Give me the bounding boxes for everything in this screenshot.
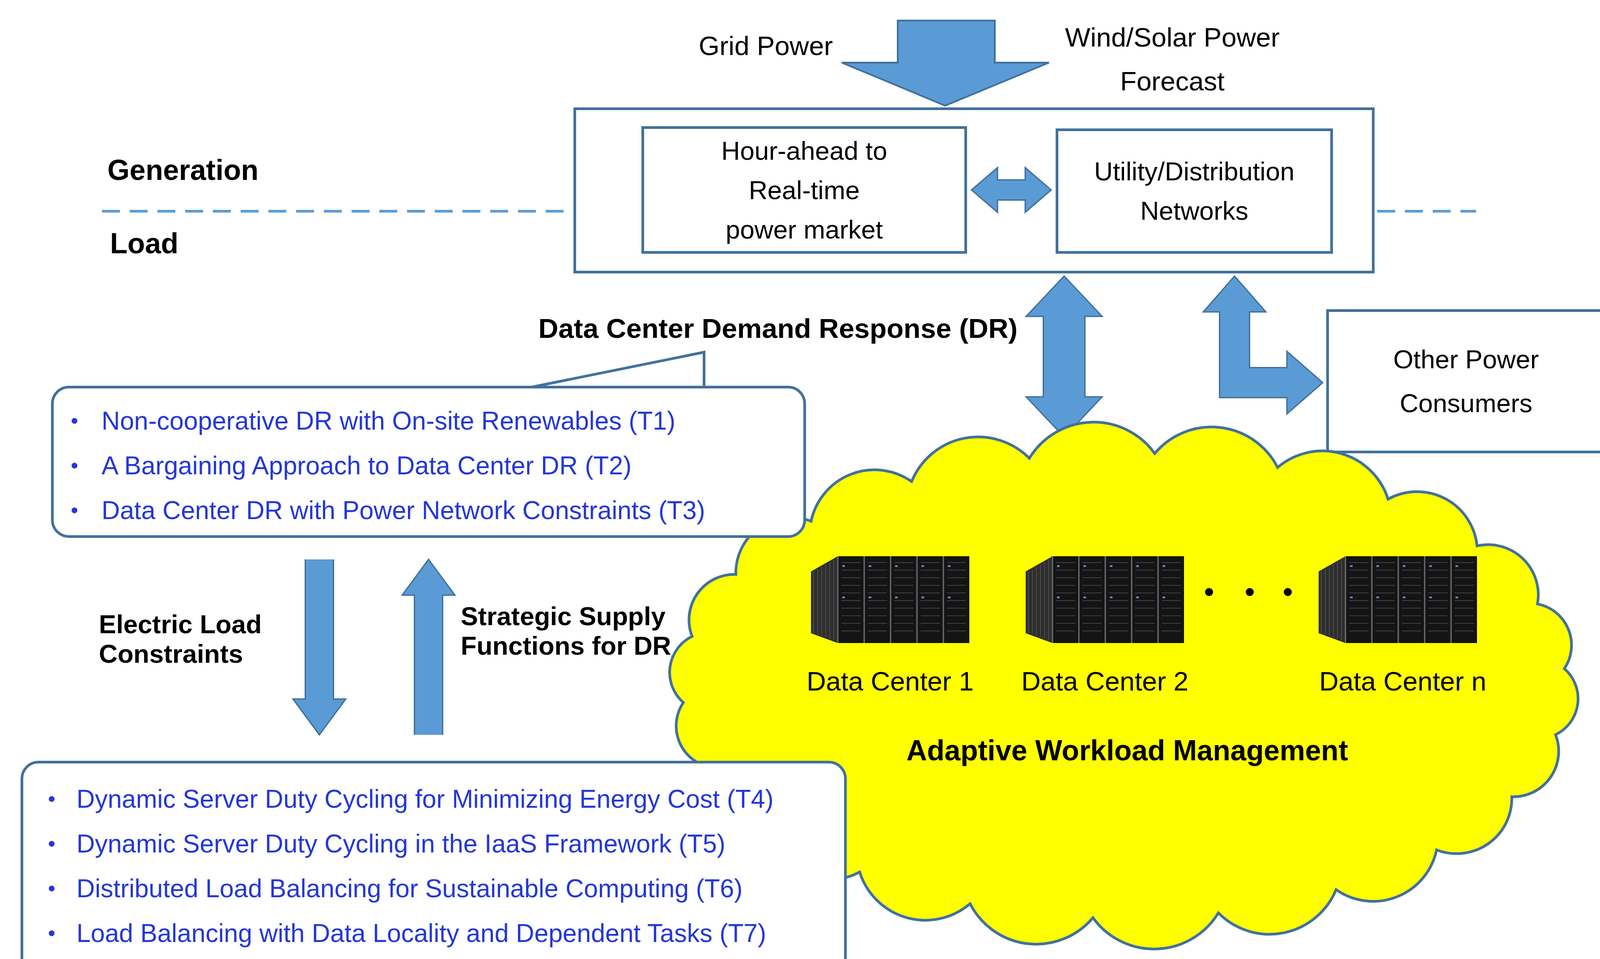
bullet-dot — [48, 929, 55, 936]
box-text: Hour-ahead to Real-time power market — [710, 131, 899, 250]
grid-power-arrow — [841, 20, 1049, 106]
block-arrow — [402, 559, 455, 735]
block-arrow — [292, 559, 346, 735]
box-text: Other Power Consumers — [1370, 337, 1563, 425]
bullet-text: Load Balancing with Data Locality and De… — [76, 910, 767, 955]
datacenter-label: Data Center n — [1290, 665, 1515, 697]
callout-box: Dynamic Server Duty Cycling for Minimizi… — [20, 760, 847, 959]
consumer-box: Other Power Consumers — [1326, 309, 1600, 454]
server-rack-icon — [1318, 555, 1477, 643]
bullet-text: Dynamic Server Duty Cycling in the IaaS … — [76, 820, 726, 866]
block-arrow — [971, 167, 1052, 213]
market-region-box: Hour-ahead to Real-time power market Util… — [573, 107, 1375, 274]
datacenter-label: Data Center 2 — [993, 665, 1217, 697]
bullet-dot — [48, 795, 55, 802]
bullet-row: Distributed Load Balancing for Sustainab… — [48, 865, 845, 911]
bullet-row: Load Balancing with Data Locality and De… — [48, 910, 845, 955]
server-rack-icon — [1025, 555, 1185, 643]
arrow-label: Electric Load Constraints — [98, 609, 287, 669]
bullet-row: Dynamic Server Duty Cycling for Minimizi… — [48, 776, 845, 821]
ellipsis-dot — [1283, 587, 1292, 596]
bullet-dot — [71, 462, 78, 469]
bullet-row: Dynamic Server Duty Cycling in the IaaS … — [48, 820, 845, 866]
datacenter-label: Data Center 1 — [778, 665, 1002, 697]
layer-label: Load — [110, 228, 179, 259]
divider-dashed-line — [1377, 209, 1477, 213]
bullet-text: Non-cooperative DR with On-site Renewabl… — [101, 398, 676, 443]
layer-label: Generation — [107, 154, 259, 186]
arrow-label: Strategic Supply Functions for DR — [460, 601, 685, 661]
bullet-text: Dynamic Server Duty Cycling for Minimizi… — [76, 776, 774, 821]
bullet-dot — [48, 840, 55, 847]
bullet-row: Non-cooperative DR with On-site Renewabl… — [71, 398, 804, 443]
bullet-row: A Bargaining Approach to Data Center DR … — [71, 442, 804, 488]
bullet-dot — [48, 885, 55, 892]
bullet-dot — [71, 417, 78, 424]
block-arrow — [1203, 275, 1323, 414]
bullet-text: Data Center DR with Power Network Constr… — [101, 487, 705, 533]
callout-box: Non-cooperative DR with On-site Renewabl… — [50, 385, 807, 538]
section-heading: Data Center Demand Response (DR) — [538, 312, 1018, 344]
bullet-text: A Bargaining Approach to Data Center DR … — [101, 442, 632, 488]
utility-box: Utility/Distribution Networks — [1055, 128, 1333, 254]
input-label: Grid Power — [698, 30, 833, 62]
ellipsis-dot — [1245, 587, 1254, 596]
ellipsis-dot — [1205, 587, 1214, 596]
market-box: Hour-ahead to Real-time power market — [641, 126, 968, 254]
input-label: Wind/Solar Power Forecast — [1047, 15, 1298, 104]
bullet-dot — [71, 507, 78, 514]
bullet-row: Data Center DR with Power Network Constr… — [71, 487, 804, 533]
server-rack-icon — [810, 555, 970, 643]
box-text: Utility/Distribution Networks — [1064, 151, 1325, 231]
block-arrow — [1026, 275, 1103, 438]
bullet-text: Distributed Load Balancing for Sustainab… — [76, 865, 743, 911]
divider-dashed-line — [101, 209, 574, 213]
